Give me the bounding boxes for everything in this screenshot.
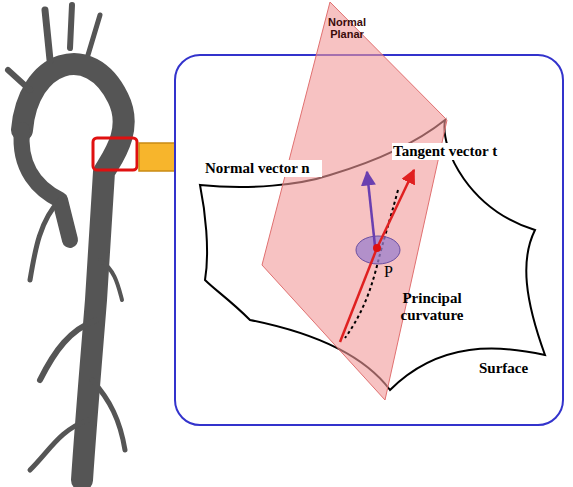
label-text: Surface [478,360,529,377]
label-text: Principal curvature [388,290,476,323]
label-text: Normal Planar [314,16,380,40]
vessel-image [8,5,125,480]
selection-box [93,138,137,170]
point-patch [356,236,400,264]
tangent-line [340,248,377,342]
point-dot [373,244,381,252]
tangent-arrow [377,170,414,248]
label-text: Tangent vector t⃗ [392,143,510,160]
normal-plane [262,2,447,400]
label-text: P [383,263,394,281]
label-text: Normal vector n⃗ [204,160,322,177]
normal-arrow [367,172,375,246]
